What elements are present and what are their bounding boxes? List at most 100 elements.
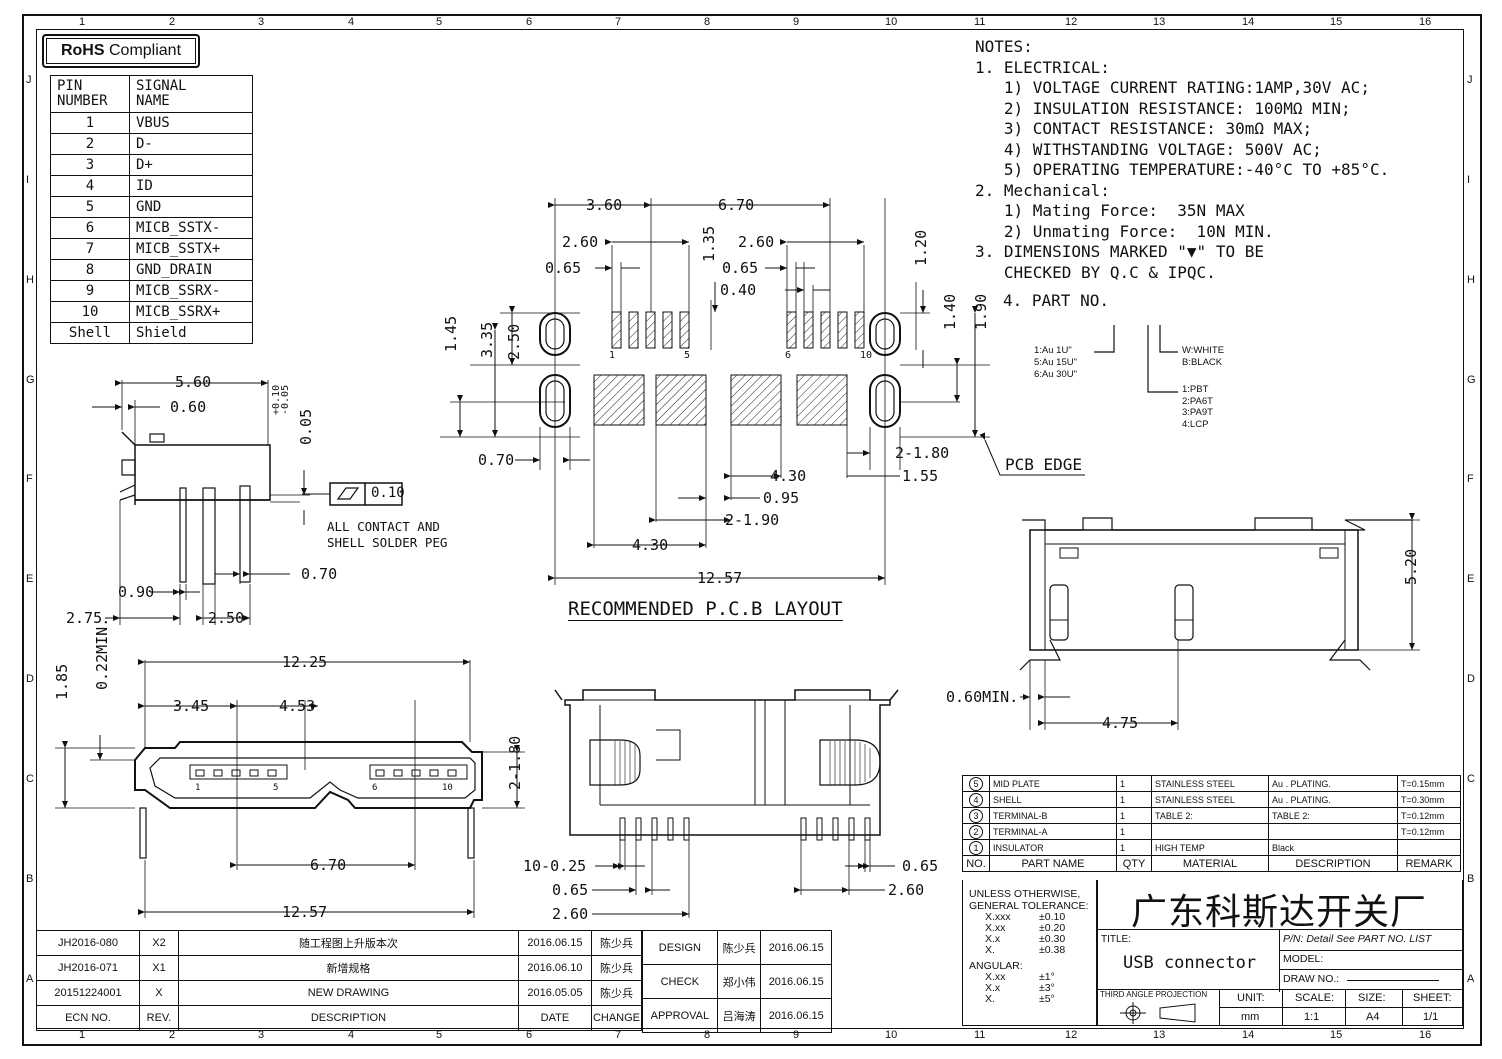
rev-h-desc: DESCRIPTION [177,1005,519,1031]
dim-d190: 1.90 [972,293,990,330]
title-label: TITLE: [1101,934,1132,945]
revision-cell: X [138,980,179,1006]
revision-cell: 随工程图上升版本次 [177,930,519,956]
ang-format: X.xx [985,971,1006,983]
pin-number-header: PIN NUMBER [50,75,130,113]
zone-col-bottom-8: 8 [704,1029,711,1041]
bom-h-desc: DESCRIPTION [1268,855,1398,872]
gnd-pad-3 [730,374,782,426]
dim-d140: 1.40 [941,293,959,330]
ang-value: ±1° [1039,971,1055,983]
dim-s275: 2.75 [66,609,103,627]
dim-d1257a: 12.57 [697,569,743,587]
zone-row-right-D: D [1467,673,1475,685]
zone-row-right-A: A [1467,973,1475,985]
approval-cell: 郑小伟 [716,964,762,999]
zone-col-11: 11 [974,16,986,28]
note-line: 2. Mechanical: [975,180,1110,200]
bom-cell: STAINLESS STEEL [1151,791,1269,808]
pcb-layout: 1 5 6 10 [440,198,1085,585]
pad-6 [786,311,797,349]
color-white: W:WHITE [1182,345,1225,356]
bom-cell: 3 [962,807,990,824]
dim-s005tol: +0.10 -0.05 [271,384,291,415]
revision-header: ECN NO. REV. DESCRIPTION DATE CHANGE [36,1005,643,1031]
tolerance-row: X.xx±0.20 [985,923,1097,934]
legend-line-plating [1094,325,1115,353]
dim-d260a: 2.60 [562,233,599,251]
bom-cell: HIGH TEMP [1151,839,1269,856]
dim-s560: 5.60 [175,373,212,391]
dim-s060: 0.60 [170,398,207,416]
projection-symbol [1120,1002,1196,1024]
bom-cell: 4 [962,791,990,808]
approval-cell: 2016.06.15 [760,930,832,965]
projection-label: THIRD ANGLE PROJECTION [1100,990,1208,999]
material-1: 1:PBT [1182,384,1209,395]
tol-format: X. [985,944,995,956]
revision-cell: JH2016-080 [36,930,140,956]
zone-row-G: G [26,374,35,386]
sheet-value: 1/1 [1423,1011,1439,1023]
dim-r060: 0.60MIN. [946,688,1019,706]
title-value: USB connector [1123,953,1257,973]
note-line: 2) INSULATION RESISTANCE: 100MΩ MIN; [975,98,1351,118]
zone-col-4: 4 [348,16,355,28]
tolerance-row: X.xxx±0.10 [985,912,1097,923]
zone-row-H: H [26,274,34,286]
model-label: MODEL: [1283,953,1324,965]
side-view [92,380,403,625]
note-line: 1) Mating Force: 35N MAX [975,201,1245,220]
dim-f453: 4.53 [279,697,316,715]
pin-table-header: PIN NUMBER SIGNAL NAME [50,75,253,113]
zone-col-bottom-2: 2 [169,1029,176,1041]
revision-cell: JH2016-071 [36,955,140,981]
tol-format: X.xx [985,922,1006,934]
tol-value: ±0.38 [1039,944,1066,956]
dim-d065a: 0.65 [545,259,582,277]
plating-5: 5:Au 15U" [1034,357,1077,368]
bom-item-number: 1 [969,840,983,855]
revision-cell: 2016.05.05 [517,980,592,1006]
approval-cell: DESIGN [642,930,718,965]
dim-f2180: 2-1.80 [506,735,524,790]
gnd-pad-2 [655,374,707,426]
pin-number: 10 [50,301,130,323]
approval-cell: 2016.06.15 [760,964,832,999]
bom-h-part: PART NAME [989,855,1117,872]
note-line: 5) OPERATING TEMPERATURE:-40°C TO +85°C. [975,160,1390,179]
revision-cell: 陈少兵 [590,955,643,981]
zone-row-right-J: J [1467,74,1473,86]
tol-format: X.xxx [985,911,1011,923]
zone-row-right-I: I [1467,174,1471,186]
rohs-badge: RoHS Compliant [42,34,200,68]
bom-cell: TERMINAL-B [989,807,1117,824]
dim-d430b: 4.30 [632,536,669,554]
note-line: 3. DIMENSIONS MARKED "▼" TO BE [975,242,1264,261]
dim-r475: 4.75 [1102,714,1139,732]
approval-cell: 陈少兵 [716,930,762,965]
zone-col-2: 2 [169,16,176,28]
compliant-label: Compliant [108,42,182,59]
bom-cell: STAINLESS STEEL [1151,775,1269,792]
bom-cell [1151,823,1269,840]
front-pin-10: 10 [442,783,453,793]
tolerance-block: UNLESS OTHERWISE, GENERAL TOLERANCE: X.x… [962,880,1098,1026]
dim-d065b: 0.65 [722,259,759,277]
signal-name: MICB_SSRX+ [129,301,253,323]
signal-name-header: SIGNAL NAME [129,75,253,113]
zone-col-bottom-4: 4 [348,1029,355,1041]
dim-d040: 0.40 [720,281,757,299]
dim-d335: 3.35 [478,321,496,358]
